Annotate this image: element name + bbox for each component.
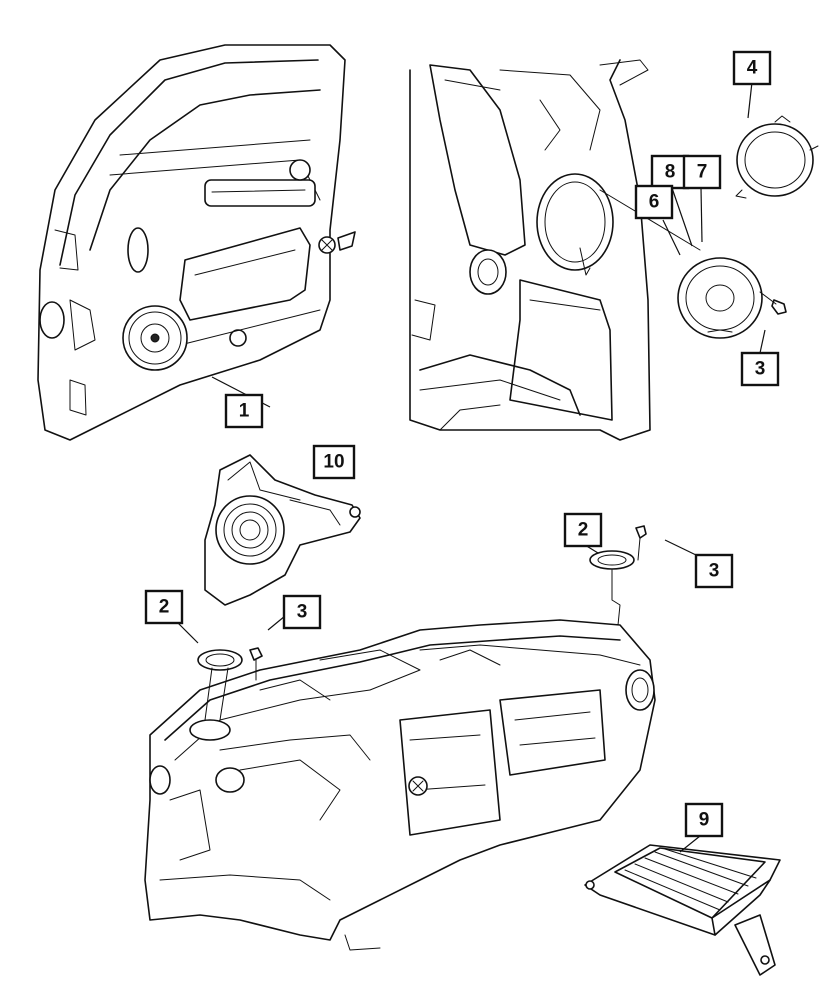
door-speaker [122, 305, 188, 371]
callout-3-left: 3 [282, 594, 322, 630]
callout-3-rear-label: 3 [755, 359, 766, 380]
callout-3-left-label: 3 [297, 602, 308, 623]
callout-4-label: 4 [747, 58, 758, 79]
callout-2-right-label: 2 [578, 520, 589, 541]
amplifier [584, 844, 781, 976]
front-door-illustration [37, 44, 356, 441]
callout-1-label: 1 [239, 401, 250, 422]
callout-10: 10 [312, 444, 356, 480]
callout-3-right-label: 3 [709, 561, 720, 582]
callout-7: 7 [682, 154, 722, 190]
callout-1: 1 [224, 393, 264, 429]
speaker-adapter-ring [735, 115, 819, 199]
callout-2-left: 2 [144, 589, 184, 625]
rear-speaker-guide-line [599, 189, 701, 251]
instrument-panel-illustration [144, 619, 656, 951]
left-tweeter-screw [249, 647, 263, 681]
right-tweeter-screw [635, 525, 647, 561]
left-tweeter [197, 649, 243, 721]
callout-4: 4 [732, 50, 772, 86]
right-tweeter [589, 550, 635, 626]
callout-8-label: 8 [665, 162, 676, 183]
callout-2-right: 2 [563, 512, 603, 548]
callout-9: 9 [684, 802, 724, 838]
callout-2-left-label: 2 [159, 597, 170, 618]
rear-quarter-illustration [409, 59, 651, 441]
callout-9-label: 9 [699, 810, 710, 831]
callout-6: 6 [634, 184, 674, 220]
callout-10-label: 10 [323, 452, 344, 473]
speaker-screw [759, 291, 787, 315]
center-speaker-module [204, 454, 361, 606]
rear-speaker [677, 257, 763, 339]
callout-3-rear: 3 [740, 351, 780, 387]
callout-3-right: 3 [694, 553, 734, 589]
callout-6-label: 6 [649, 192, 660, 213]
callout-7-label: 7 [697, 162, 708, 183]
callout-8: 8 [650, 154, 690, 190]
